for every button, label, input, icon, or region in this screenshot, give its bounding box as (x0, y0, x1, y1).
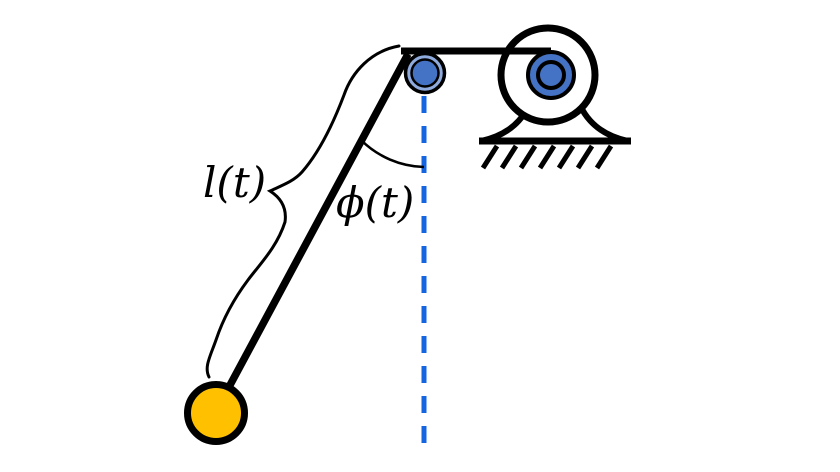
angle-arc (360, 139, 425, 169)
winch-drum-hub (536, 60, 566, 90)
pendulum-rod (225, 52, 412, 389)
pulley-hub (410, 58, 440, 88)
pulley (403, 51, 447, 95)
pendulum-bob (184, 381, 248, 445)
ground-hatching (480, 144, 614, 170)
length-label: l(t) (203, 158, 266, 207)
length-brace (205, 44, 401, 379)
angle-label: ϕ(t) (336, 178, 414, 227)
winch-drum (526, 50, 576, 100)
